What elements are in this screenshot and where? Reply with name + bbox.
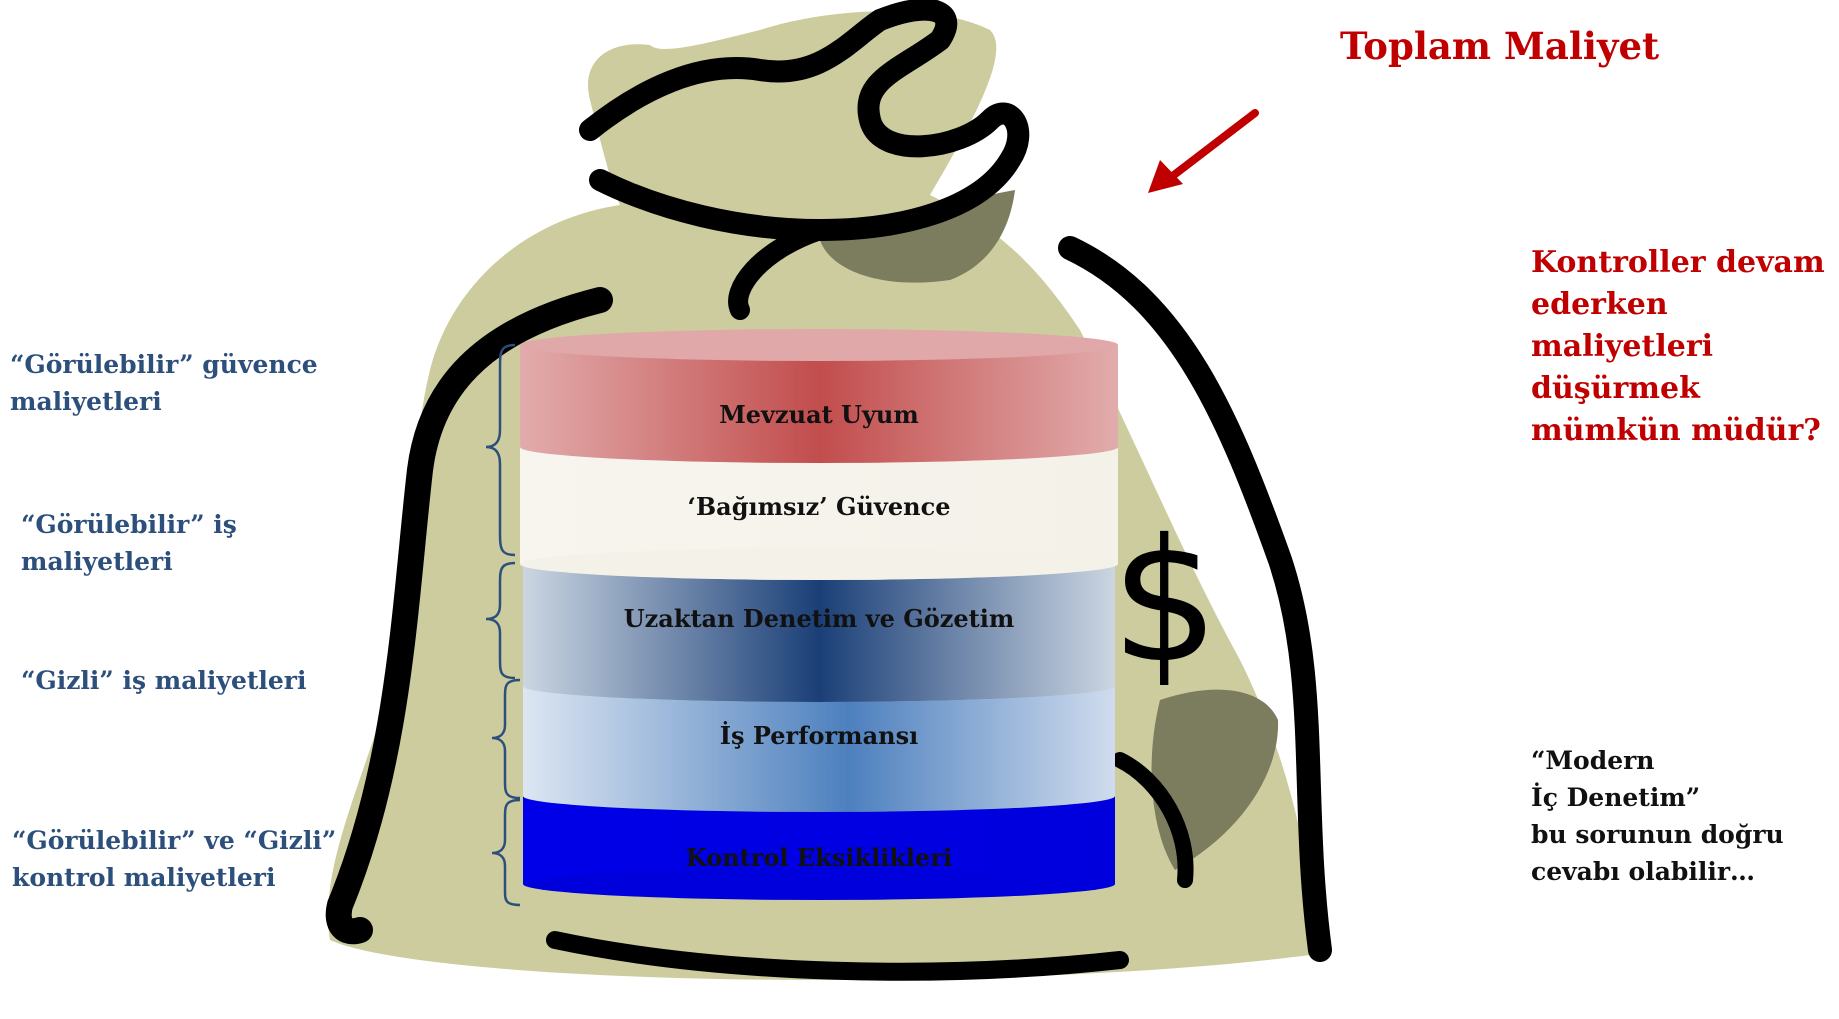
left-label-line: “Görülebilir” ve “Gizli”	[12, 826, 337, 855]
question-line: Kontroller devam	[1531, 245, 1825, 280]
arrow-icon	[1148, 109, 1259, 193]
answer-text: “Modern İç Denetim” bu sorunun doğru cev…	[1531, 742, 1784, 890]
layer-label-control: Kontrol Eksiklikleri	[686, 843, 952, 872]
left-label-line: maliyetleri	[21, 547, 173, 576]
left-label-line: kontrol maliyetleri	[12, 863, 276, 892]
bag-fold-right	[1112, 752, 1194, 888]
layer-label-assurance: ‘Bağımsız’ Güvence	[688, 492, 951, 521]
brace-icons	[485, 343, 521, 907]
bag-tie-end	[728, 220, 830, 320]
question-line: ederken maliyetleri	[1531, 287, 1714, 364]
question-text: Kontroller devam ederken maliyetleri düş…	[1531, 242, 1839, 452]
bag-outline-left	[325, 287, 613, 945]
brace-icon-3	[491, 678, 521, 800]
left-label-assurance-cost: “Görülebilir” güvence maliyetleri	[10, 346, 318, 420]
bag-tie	[579, 0, 1030, 241]
bag-base	[546, 931, 1129, 981]
bag-shadow-neck	[820, 190, 1015, 283]
answer-line: “Modern	[1531, 746, 1655, 775]
left-label-control-cost: “Görülebilir” ve “Gizli” kontrol maliyet…	[12, 822, 336, 896]
layer-performance	[523, 670, 1115, 812]
answer-line: bu sorunun doğru	[1531, 820, 1784, 849]
bag-outline-right	[1058, 236, 1332, 962]
layer-label-compliance: Mevzuat Uyum	[719, 400, 919, 429]
brace-icon-4	[491, 798, 521, 907]
layer-label-monitoring: Uzaktan Denetim ve Gözetim	[624, 604, 1015, 633]
dollar-sign-icon: $	[1111, 503, 1219, 701]
left-label-hidden-business-cost: “Gizli” iş maliyetleri	[21, 662, 306, 699]
answer-line: cevabı olabilir…	[1531, 857, 1756, 886]
page-title: Toplam Maliyet	[1340, 24, 1660, 68]
answer-line: İç Denetim”	[1531, 783, 1701, 812]
left-label-line: “Görülebilir” iş	[21, 510, 237, 539]
left-label-line: maliyetleri	[10, 387, 162, 416]
layer-label-performance: İş Performansı	[720, 721, 918, 750]
left-label-visible-business-cost: “Görülebilir” iş maliyetleri	[21, 506, 237, 580]
question-line: mümkün müdür?	[1531, 413, 1821, 448]
layer-compliance	[520, 329, 1118, 463]
question-line: düşürmek	[1531, 371, 1700, 406]
left-label-line: “Gizli” iş maliyetleri	[21, 666, 307, 695]
brace-icon-2	[485, 561, 516, 680]
brace-icon-1	[485, 343, 516, 557]
left-label-line: “Görülebilir” güvence	[10, 350, 318, 379]
